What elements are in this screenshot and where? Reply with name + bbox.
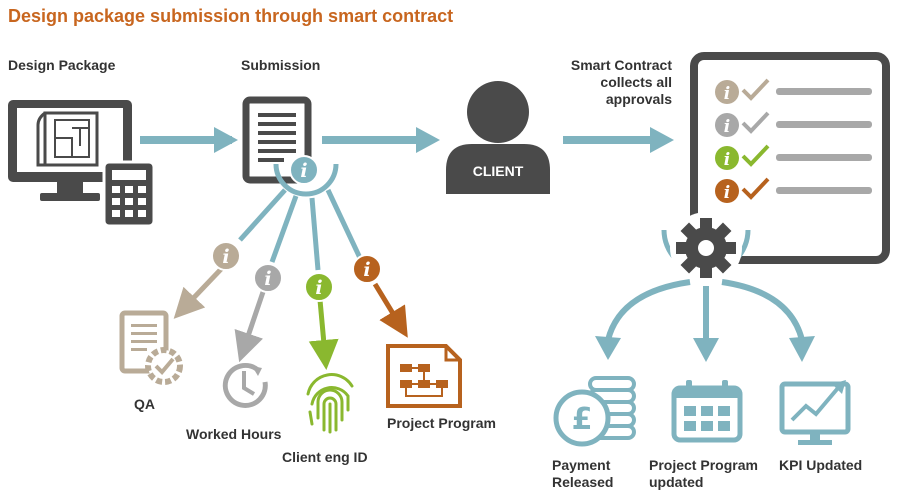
arrow-qa xyxy=(173,264,226,319)
submission-hub-arc xyxy=(273,163,339,197)
arrow-to-client-head xyxy=(416,127,440,153)
checklist-item-2: i xyxy=(715,111,872,137)
gear-icon xyxy=(670,212,742,284)
client-avatar-icon xyxy=(446,81,550,194)
checkmark-icon xyxy=(741,111,770,134)
info-icon-tan: i xyxy=(211,241,241,271)
checklist-item-3: i xyxy=(715,144,872,170)
svg-text:i: i xyxy=(724,183,730,203)
label-smart-contract-line-2: collects all xyxy=(600,74,672,90)
document-icon xyxy=(242,96,312,184)
fan-line-id xyxy=(309,197,321,271)
arrow-program-updated-head xyxy=(693,338,719,362)
flowchart-document-icon xyxy=(386,344,462,408)
checklist-item-4: i xyxy=(715,177,872,203)
label-submission: Submission xyxy=(241,57,321,73)
label-qa: QA xyxy=(134,396,155,412)
calculator-icon xyxy=(102,160,156,228)
arrow-payment-head xyxy=(595,336,621,360)
label-worked-hours: Worked Hours xyxy=(186,426,282,442)
svg-text:i: i xyxy=(724,117,730,137)
diagram-title: Design package submission through smart … xyxy=(8,6,454,26)
label-kpi-updated: KPI Updated xyxy=(779,457,863,473)
label-design-package: Design Package xyxy=(8,57,116,73)
clock-icon xyxy=(222,362,268,408)
arrow-program xyxy=(372,282,408,338)
kpi-chart-icon xyxy=(779,380,851,445)
label-project-program: Project Program xyxy=(387,415,496,431)
arrow-payment xyxy=(605,279,691,341)
label-project-program-updated: Project Program updated xyxy=(649,457,758,491)
arrow-kpi-head xyxy=(789,336,815,362)
info-icon-green: i xyxy=(304,272,334,302)
arrow-kpi xyxy=(721,279,805,341)
label-project-program-updated-line-2: updated xyxy=(649,474,704,490)
svg-text:i: i xyxy=(363,259,370,281)
svg-text:i: i xyxy=(222,246,229,268)
fan-line-hours xyxy=(269,195,299,263)
svg-text:i: i xyxy=(300,160,307,182)
checkmark-icon xyxy=(741,144,770,167)
svg-text:i: i xyxy=(724,150,730,170)
checklist-item-1: i xyxy=(715,78,872,104)
label-project-program-updated-line-1: Project Program xyxy=(649,457,758,473)
blueprint-icon xyxy=(36,111,99,167)
qa-badge-check-icon xyxy=(145,347,183,385)
svg-text:i: i xyxy=(315,277,322,299)
fingerprint-icon xyxy=(306,373,354,434)
coins-icon: £ xyxy=(553,376,636,447)
svg-text:i: i xyxy=(264,268,271,290)
arrow-to-smart-contract-head xyxy=(650,127,674,153)
label-client-eng-id: Client eng ID xyxy=(282,449,368,465)
arrow-hours xyxy=(234,291,266,363)
checkmark-icon xyxy=(741,177,770,200)
submission-info-icon: i xyxy=(289,155,319,185)
fan-line-qa xyxy=(238,188,287,242)
fan-line-program xyxy=(325,188,363,260)
label-payment-released-line-2: Released xyxy=(552,474,614,490)
label-payment-released-line-1: Payment xyxy=(552,457,611,473)
label-smart-contract: Smart Contract collects all approvals xyxy=(560,57,672,108)
label-smart-contract-line-1: Smart Contract xyxy=(570,57,672,73)
checkmark-icon xyxy=(741,78,770,101)
info-icon-orange: i xyxy=(352,254,382,284)
svg-text:i: i xyxy=(724,84,730,104)
calendar-icon xyxy=(671,380,743,443)
label-smart-contract-line-3: approvals xyxy=(605,91,672,107)
info-icon-grey: i xyxy=(253,263,283,293)
arrow-to-submission-head xyxy=(214,127,238,153)
arrow-client-id xyxy=(308,299,339,370)
client-label: CLIENT xyxy=(473,163,524,179)
pound-icon: £ xyxy=(572,402,593,437)
label-payment-released: Payment Released xyxy=(552,457,613,491)
